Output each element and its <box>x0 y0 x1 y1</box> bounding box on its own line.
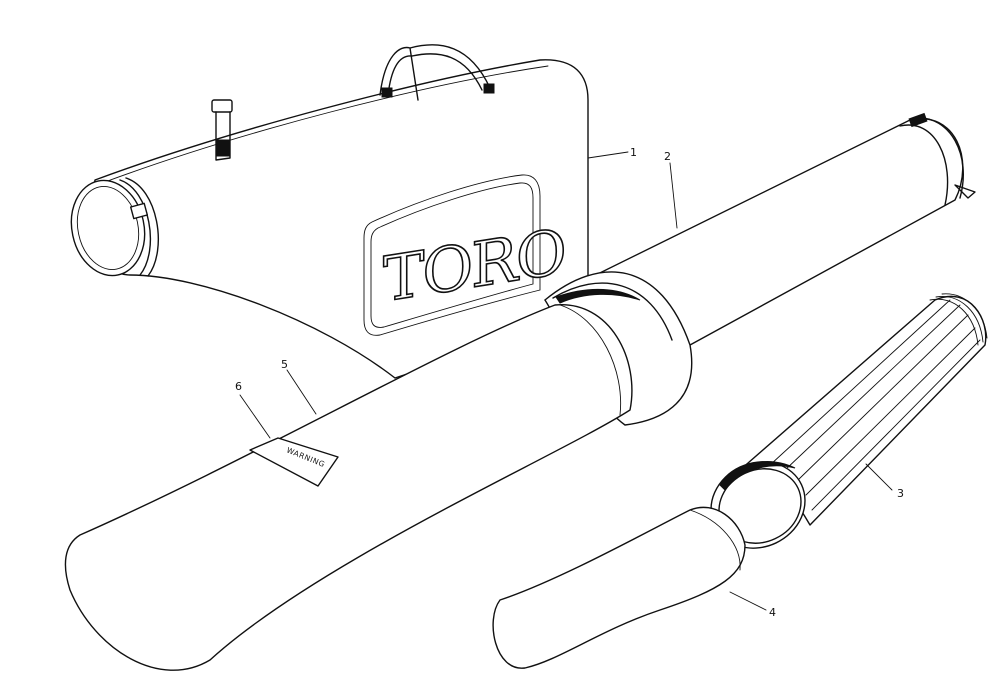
callout-4: 4 <box>769 606 776 619</box>
buckle <box>211 99 233 161</box>
carry-handle <box>379 44 495 101</box>
callout-numbers: 1 2 3 4 5 6 <box>235 146 904 619</box>
screen-tube <box>710 293 988 549</box>
blower-nozzle: WARNING <box>64 304 633 671</box>
callout-6: 6 <box>235 380 242 393</box>
callout-5: 5 <box>281 358 288 371</box>
callout-3: 3 <box>897 487 904 500</box>
callout-1: 1 <box>630 146 637 159</box>
callout-leaders <box>239 151 893 611</box>
collection-bag: TORO <box>70 44 589 379</box>
callout-2: 2 <box>664 150 671 163</box>
end-cap <box>492 506 746 669</box>
warning-decal: WARNING <box>249 437 339 487</box>
